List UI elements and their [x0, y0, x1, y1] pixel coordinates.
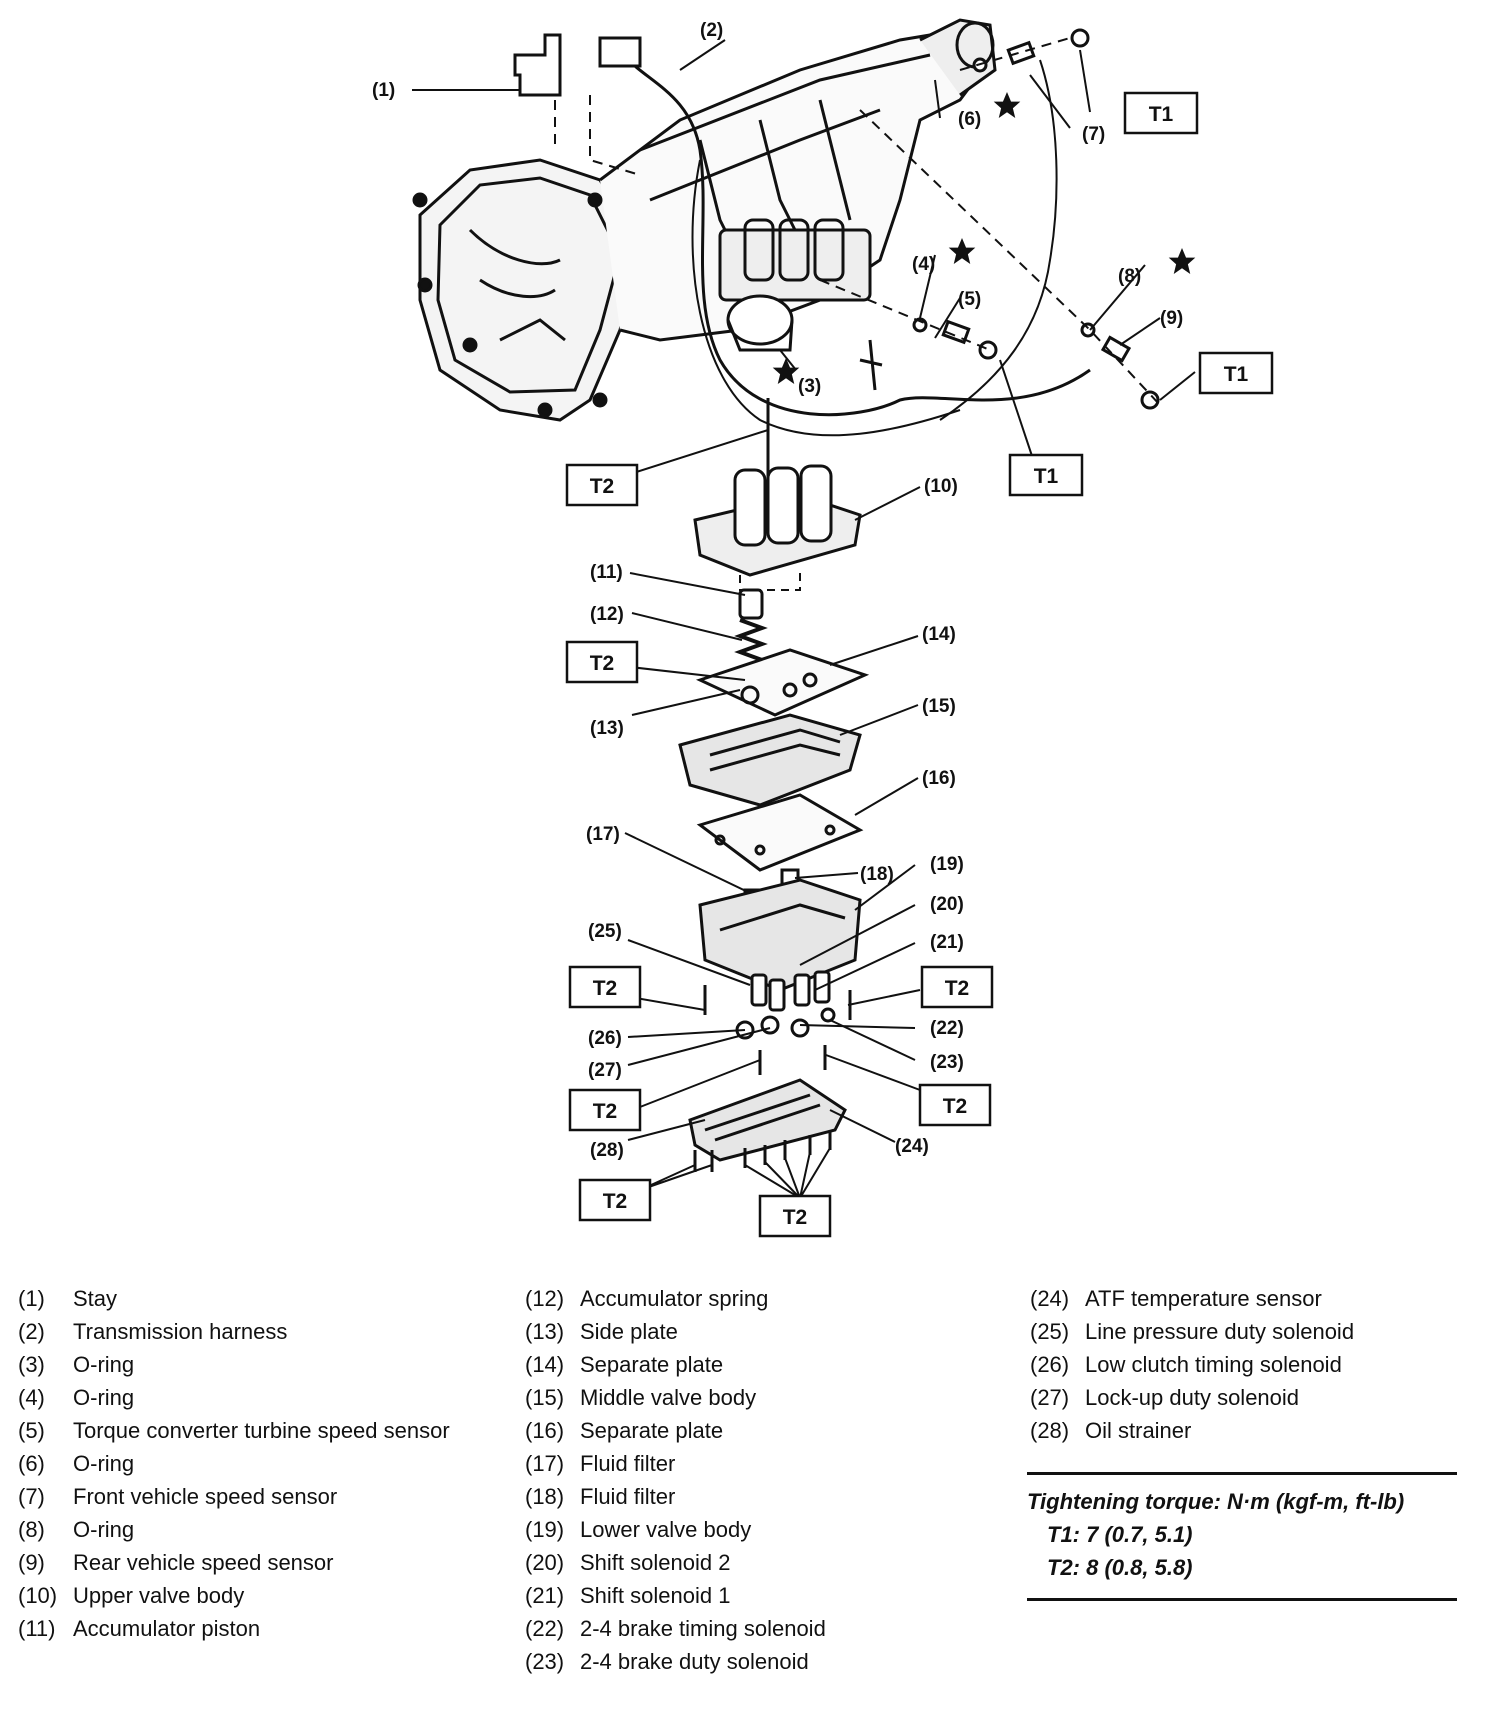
legend-item: (10)Upper valve body	[18, 1583, 245, 1608]
exploded-transmission-diagram: (1) (2) (3) (4) (5) (6) (7) (8) (9) (10)…	[372, 18, 1274, 1238]
torque-tag-t2	[920, 965, 994, 1009]
torque-tag-t1	[1123, 91, 1199, 135]
callout-27: (27)	[588, 1060, 622, 1081]
torque-tag-t2	[918, 1083, 992, 1127]
legend-item: (24)ATF temperature sensor	[1030, 1286, 1322, 1311]
legend-item: (17)Fluid filter	[525, 1451, 676, 1476]
legend-item: (3)O-ring	[18, 1352, 135, 1377]
torque-tag-label: T2	[783, 1206, 808, 1229]
torque-t1: T1: 7 (0.7, 5.1)	[1047, 1522, 1193, 1547]
callout-5: (5)	[958, 289, 981, 310]
legend-item: (12)Accumulator spring	[525, 1286, 769, 1311]
callout-4: (4)	[912, 254, 935, 275]
valve-body-stack	[678, 398, 870, 1172]
legend-item: (28)Oil strainer	[1030, 1418, 1192, 1443]
legend-item: (22)2-4 brake timing solenoid	[525, 1616, 826, 1641]
legend-item: (20)Shift solenoid 2	[525, 1550, 731, 1575]
legend-item: (18)Fluid filter	[525, 1484, 676, 1509]
callout-22: (22)	[930, 1018, 964, 1039]
torque-tag-label: T2	[590, 652, 615, 675]
torque-tag-t2	[578, 1178, 652, 1222]
star-icon	[948, 238, 976, 265]
callout-24: (24)	[895, 1136, 929, 1157]
callout-16: (16)	[922, 768, 956, 789]
callout-26: (26)	[588, 1028, 622, 1049]
callout-20: (20)	[930, 894, 964, 915]
legend-item: (19)Lower valve body	[525, 1517, 752, 1542]
legend-item: (4)O-ring	[18, 1385, 135, 1410]
torque-tag-t1	[1008, 453, 1084, 497]
torque-t2: T2: 8 (0.8, 5.8)	[1047, 1555, 1193, 1580]
callout-23: (23)	[930, 1052, 964, 1073]
legend-item: (25)Line pressure duty solenoid	[1030, 1319, 1355, 1344]
legend-column-3: (24)ATF temperature sensor (25)Line pres…	[1030, 1282, 1354, 1447]
callout-12: (12)	[590, 604, 624, 625]
callout-19: (19)	[930, 854, 964, 875]
torque-tag-t2	[568, 965, 642, 1009]
torque-tag-t1	[1198, 351, 1274, 395]
callout-7: (7)	[1082, 124, 1105, 145]
legend-item: (14)Separate plate	[525, 1352, 724, 1377]
callout-17: (17)	[586, 824, 620, 845]
torque-tag-label: T2	[590, 475, 615, 498]
transmission-assembly	[412, 18, 1160, 437]
callout-18: (18)	[860, 864, 894, 885]
callout-1: (1)	[372, 80, 395, 101]
callout-21: (21)	[930, 932, 964, 953]
assembly-lines	[554, 37, 1161, 406]
leader-lines	[412, 39, 1196, 1199]
callout-6: (6)	[958, 109, 981, 130]
star-icon	[772, 358, 800, 385]
legend-item: (16)Separate plate	[525, 1418, 724, 1443]
callout-11: (11)	[590, 562, 623, 583]
legend-item: (27)Lock-up duty solenoid	[1030, 1385, 1300, 1410]
legend-item: (23)2-4 brake duty solenoid	[525, 1649, 809, 1674]
legend-item: (7)Front vehicle speed sensor	[18, 1484, 338, 1509]
torque-tag-label: T1	[1034, 465, 1059, 488]
legend-item: (2)Transmission harness	[18, 1319, 288, 1344]
torque-tag-label: T1	[1224, 363, 1249, 386]
callout-8: (8)	[1118, 266, 1141, 287]
star-icon	[993, 92, 1021, 119]
torque-tag-label: T2	[603, 1190, 628, 1213]
callout-9: (9)	[1160, 308, 1183, 329]
callout-15: (15)	[922, 696, 956, 717]
callout-14: (14)	[922, 624, 956, 645]
legend-item: (26)Low clutch timing solenoid	[1030, 1352, 1342, 1377]
torque-tag-label: T2	[593, 977, 618, 1000]
callout-28: (28)	[590, 1140, 624, 1161]
tightening-torque-box: Tightening torque: N·m (kgf-m, ft-lb) T1…	[1027, 1472, 1457, 1601]
legend-item: (11)Accumulator piston	[18, 1616, 261, 1641]
legend-column-1: (1)Stay (2)Transmission harness (3)O-rin…	[18, 1282, 478, 1645]
legend-item: (5)Torque converter turbine speed sensor	[18, 1418, 450, 1443]
legend-item: (1)Stay	[18, 1286, 118, 1311]
legend-item: (8)O-ring	[18, 1517, 135, 1542]
torque-tag-t2	[565, 463, 639, 507]
torque-tag-label: T1	[1149, 103, 1174, 126]
callout-13: (13)	[590, 718, 624, 739]
legend-item: (13)Side plate	[525, 1319, 678, 1344]
star-icon	[1168, 248, 1196, 275]
legend-column-2: (12)Accumulator spring (13)Side plate (1…	[525, 1282, 826, 1678]
torque-heading: Tightening torque: N·m (kgf-m, ft-lb)	[1027, 1489, 1405, 1514]
callout-25: (25)	[588, 921, 622, 942]
torque-tag-label: T2	[593, 1100, 618, 1123]
callout-10: (10)	[924, 476, 958, 497]
torque-tag-t2	[568, 1088, 642, 1132]
torque-tag-label: T2	[945, 977, 970, 1000]
callout-2: (2)	[700, 20, 723, 41]
torque-tag-t2	[565, 640, 639, 684]
torque-tag-t2	[758, 1194, 832, 1238]
torque-tag-label: T2	[943, 1095, 968, 1118]
legend-item: (15)Middle valve body	[525, 1385, 757, 1410]
legend-item: (9)Rear vehicle speed sensor	[18, 1550, 334, 1575]
legend-item: (21)Shift solenoid 1	[525, 1583, 731, 1608]
callout-3: (3)	[798, 376, 821, 397]
legend-item: (6)O-ring	[18, 1451, 135, 1476]
